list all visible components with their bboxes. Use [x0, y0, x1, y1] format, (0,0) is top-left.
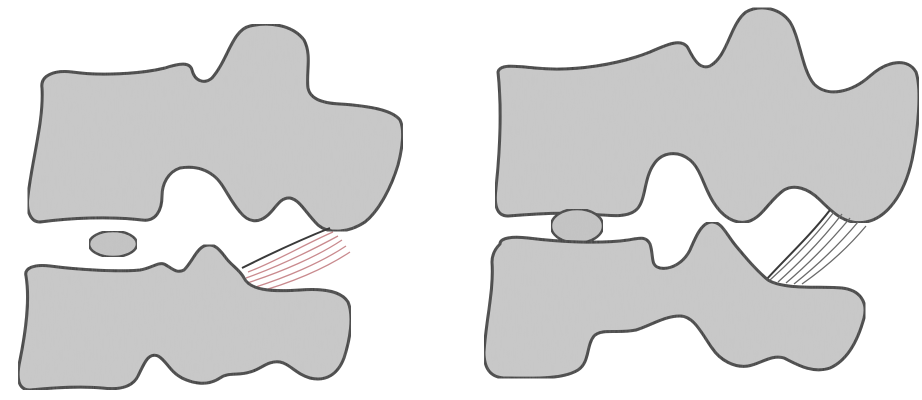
- right-figure: [484, 8, 919, 378]
- left-lower-vertebra: [18, 245, 351, 390]
- right-lower-vertebra: [484, 222, 865, 378]
- left-upper-vertebra: [28, 24, 403, 231]
- right-upper-vertebra: [495, 8, 919, 223]
- right-disc: [551, 209, 603, 243]
- left-figure: [18, 24, 402, 390]
- left-disc: [89, 231, 137, 257]
- left-ligament: [242, 228, 350, 294]
